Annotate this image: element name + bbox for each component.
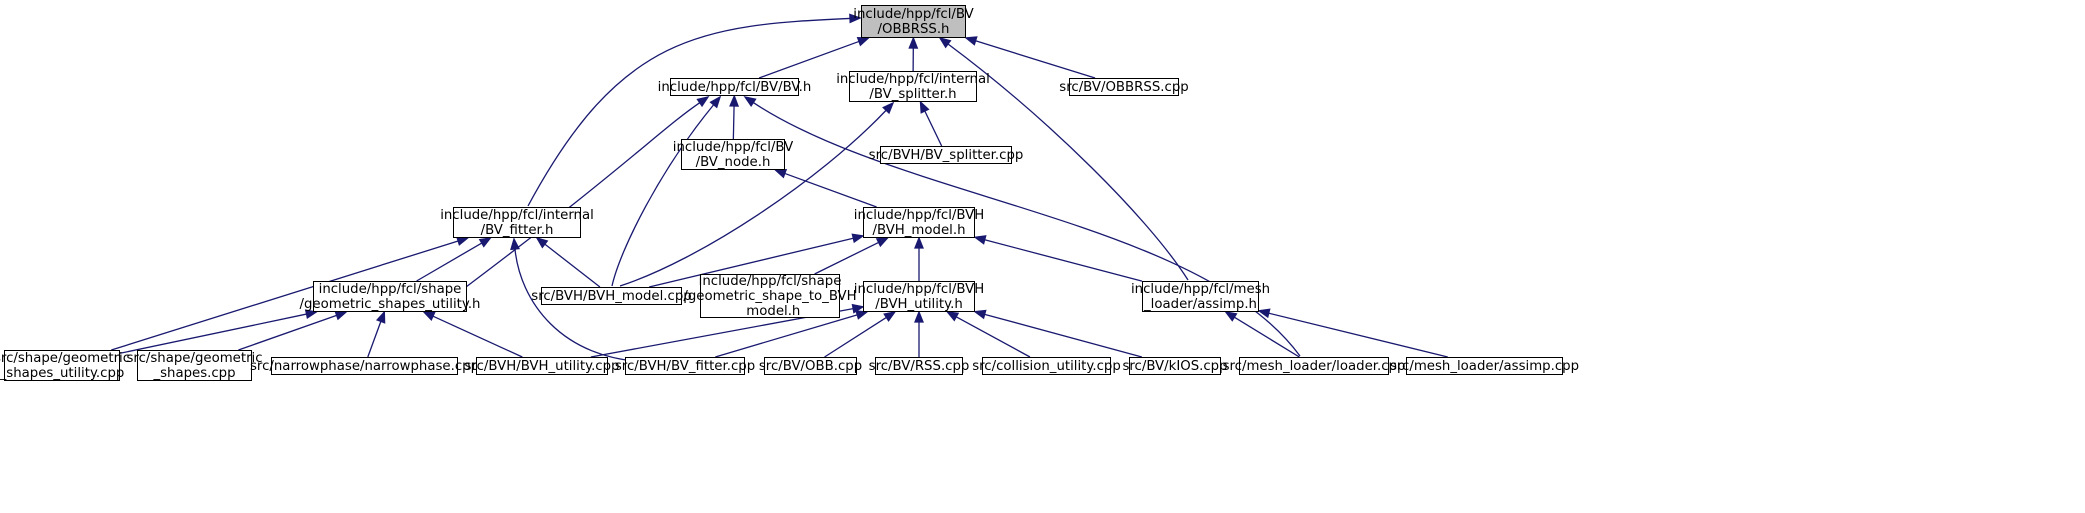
node-collision-utility-cpp[interactable]: src/collision_utility.cpp <box>972 357 1121 375</box>
edge-geom-utility-h-to-geom-utility-cpp <box>119 309 319 354</box>
edge-bvh-utility-h-to-collision-utility-cpp <box>945 311 1031 358</box>
edge-bvh-model-h-to-bvh-model-cpp <box>649 233 865 288</box>
node-bvh-model-cpp[interactable]: src/BVH/BVH_model.cpp <box>531 287 692 305</box>
node-geometric-shapes-utility-cpp[interactable]: src/shape/geometric _shapes_utility.cpp <box>0 350 131 381</box>
node-mesh-loader-assimp-cpp[interactable]: src/mesh_loader/assimp.cpp <box>1389 357 1580 375</box>
node-geometric-shape-to-bvh-model-h[interactable]: include/hpp/fcl/shape /geometric_shape_t… <box>683 273 857 319</box>
node-mesh-loader-loader-cpp[interactable]: src/mesh_loader/loader.cpp <box>1222 357 1406 375</box>
node-geometric-shapes-utility-h[interactable]: include/hpp/fcl/shape /geometric_shapes_… <box>299 281 481 312</box>
edge-obbrss-h-to-bv-splitter-h <box>908 36 919 72</box>
edge-obbrss-h-to-assimp-h <box>938 36 1189 281</box>
edge-bv-fitter-h-to-bvh-model-cpp <box>535 236 601 288</box>
node-kios-cpp[interactable]: src/BV/kIOS.cpp <box>1122 357 1228 375</box>
node-obbrss-cpp[interactable]: src/BV/OBBRSS.cpp <box>1059 78 1189 96</box>
edge-bvh-utility-h-to-bv-fitter-cpp <box>715 310 869 358</box>
edge-bv-node-h-to-bvh-model-h <box>773 168 877 208</box>
edge-bvh-utility-h-to-rss-cpp <box>914 310 924 357</box>
edge-assimp-h-to-loader-cpp <box>1224 311 1300 358</box>
node-obbrss-h: include/hpp/fcl/BV /OBBRSS.h <box>853 5 974 38</box>
edge-geom-utility-h-to-narrowphase-cpp <box>367 310 386 358</box>
node-bv-splitter-cpp[interactable]: src/BVH/BV_splitter.cpp <box>868 146 1024 164</box>
node-bv-splitter-h[interactable]: include/hpp/fcl/internal /BV_splitter.h <box>836 71 990 102</box>
edge-bv-h-to-bv-node-h <box>729 94 740 140</box>
node-obb-cpp[interactable]: src/BV/OBB.cpp <box>758 357 863 375</box>
edge-bvh-utility-h-to-kios-cpp <box>973 309 1143 358</box>
node-bv-h[interactable]: include/hpp/fcl/BV/BV.h <box>657 78 812 96</box>
edge-obbrss-h-to-obbrss-cpp <box>964 36 1096 79</box>
node-bvh-utility-cpp[interactable]: src/BVH/BVH_utility.cpp <box>464 357 620 375</box>
edge-assimp-h-to-assimp-cpp <box>1257 308 1448 358</box>
edge-bv-splitter-h-to-bv-splitter-cpp <box>919 100 943 147</box>
edge-bvh-utility-h-to-obb-cpp <box>824 311 897 358</box>
node-mesh-loader-assimp-h[interactable]: include/hpp/fcl/mesh _loader/assimp.h <box>1130 281 1271 312</box>
node-rss-cpp[interactable]: src/BV/RSS.cpp <box>868 357 970 375</box>
node-bv-node-h[interactable]: include/hpp/fcl/BV /BV_node.h <box>672 139 794 170</box>
edge-bv-fitter-h-to-geom-utility-h <box>416 237 492 282</box>
edge-bv-splitter-h-to-bvh-model-cpp <box>619 101 895 287</box>
node-narrowphase-cpp[interactable]: src/narrowphase/narrowphase.cpp <box>249 357 480 375</box>
edge-bv-h-to-geom-utility-h <box>465 96 710 288</box>
edge-bv-h-to-bvh-model-cpp <box>611 95 722 287</box>
edge-bvh-model-h-to-bvh-utility-h <box>914 236 924 281</box>
edge-bvh-model-h-to-assimp-h <box>973 235 1143 282</box>
node-bv-fitter-cpp[interactable]: src/BVH/BV_fitter.cpp <box>614 357 756 375</box>
node-bv-fitter-h[interactable]: include/hpp/fcl/internal /BV_fitter.h <box>440 207 594 238</box>
edge-geom-utility-h-to-bvh-utility-cpp <box>422 311 523 358</box>
edge-bvh-model-h-to-geom-to-bvh-h <box>814 237 890 275</box>
node-bvh-utility-h[interactable]: include/hpp/fcl/BVH /BVH_utility.h <box>853 281 985 312</box>
edge-bv-fitter-h-to-bv-fitter-cpp <box>510 237 651 363</box>
node-geometric-shapes-cpp[interactable]: src/shape/geometric _shapes.cpp <box>126 350 263 381</box>
node-bvh-model-h[interactable]: include/hpp/fcl/BVH /BVH_model.h <box>853 207 985 238</box>
edge-obbrss-h-to-bv-fitter-h <box>527 13 862 207</box>
